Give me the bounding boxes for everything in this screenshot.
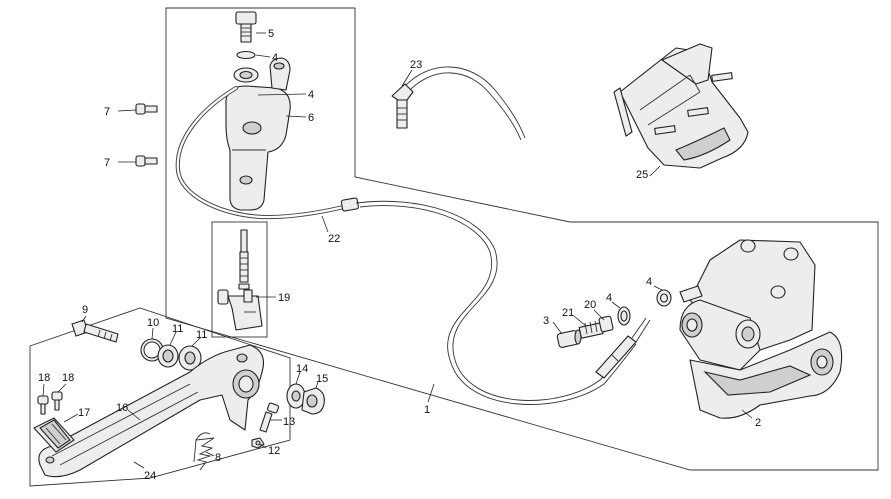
callout-22: 22 [328, 233, 340, 245]
callout-25: 25 [636, 169, 648, 181]
pushrod-subframe [211, 221, 268, 338]
callout-3: 3 [543, 315, 549, 327]
nut-12 [251, 437, 265, 449]
callout-12: 12 [268, 445, 280, 457]
pushrod-clevis-19 [217, 229, 263, 331]
callout-4: 4 [308, 89, 314, 101]
callout-11: 11 [172, 323, 183, 335]
bolt-9 [71, 319, 119, 343]
callout-14: 14 [296, 363, 308, 375]
callout-15: 15 [316, 373, 328, 385]
callout-7: 7 [104, 157, 110, 169]
callout-9: 9 [82, 304, 88, 316]
master-cylinder-6 [225, 11, 291, 211]
pivot-cap-15 [301, 387, 325, 415]
bolt-7-upper [135, 103, 158, 115]
callout-7: 7 [104, 106, 110, 118]
bushing-11-a [157, 344, 179, 368]
callout-16: 16 [116, 402, 128, 414]
callout-10: 10 [147, 317, 159, 329]
bolt-7-lower [135, 155, 158, 167]
fitting-20 [598, 315, 614, 333]
bleed-fitting-3 [556, 329, 582, 348]
callout-8: 8 [215, 452, 221, 464]
callout-19: 19 [278, 292, 290, 304]
callout-6: 6 [308, 112, 314, 124]
callout-11: 11 [196, 329, 207, 341]
callout-4: 4 [272, 52, 278, 64]
callout-4: 4 [606, 292, 612, 304]
pedal-frame [29, 307, 291, 487]
callout-5: 5 [268, 28, 274, 40]
callout-20: 20 [584, 299, 596, 311]
brake-line-1 [355, 200, 633, 401]
bushing-11-b [178, 345, 202, 371]
callout-21: 21 [562, 307, 574, 319]
callout-17: 17 [78, 407, 90, 419]
callout-4: 4 [646, 276, 652, 288]
callout-23: 23 [410, 59, 422, 71]
caliper-2 [679, 239, 843, 419]
callout-2: 2 [755, 417, 761, 429]
master-cylinder-frame [165, 7, 879, 471]
callout-24: 24 [144, 470, 156, 482]
callout-13: 13 [283, 416, 295, 428]
caliper-bracket-25 [613, 43, 749, 169]
pedal-tip-17 [33, 417, 75, 453]
callout-1: 1 [424, 404, 430, 416]
screw-18-a [37, 395, 49, 415]
callout-18: 18 [62, 372, 74, 384]
callout-18: 18 [38, 372, 50, 384]
screw-18-b [51, 391, 63, 411]
brake-pedal-24 [38, 344, 265, 478]
bolt-13 [259, 402, 280, 433]
spring-8 [193, 432, 215, 471]
